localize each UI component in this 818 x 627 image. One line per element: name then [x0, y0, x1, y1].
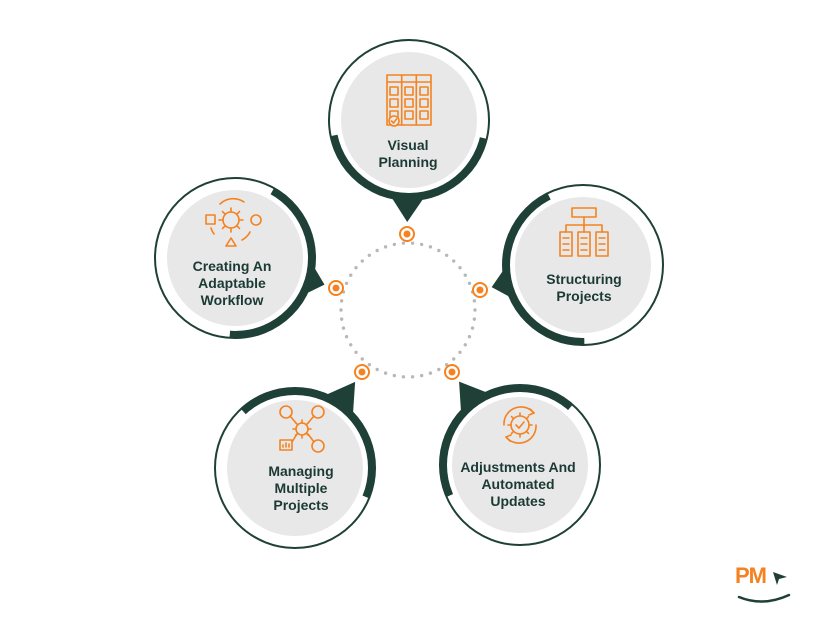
pointer-arrow: [491, 261, 519, 302]
kanban-board-icon: [386, 74, 432, 127]
pointer-arrow: [387, 190, 429, 223]
connector-dot: [472, 282, 488, 298]
pm-logo-icon: [737, 572, 791, 603]
connector-dot: [399, 226, 415, 242]
connector-dot: [354, 364, 370, 380]
pm-logo: PM: [735, 563, 795, 607]
pointer-arrow: [459, 381, 495, 420]
refresh-gear-icon: [503, 406, 537, 444]
node-adaptable-workflow: [154, 177, 325, 339]
connector-dot: [444, 364, 460, 380]
pointer-arrow: [318, 381, 356, 422]
node-managing-multiple-projects: [214, 381, 376, 549]
center-dotted-ring: [339, 241, 477, 379]
org-chart-icon: [559, 207, 609, 257]
logo-text: PM: [735, 563, 767, 588]
node-adjustments-automated-updates: [439, 381, 601, 546]
gear-network-icon: [279, 405, 325, 453]
node-visual-planning: [328, 39, 490, 223]
connector-dot: [328, 280, 344, 296]
workflow-gear-icon: [205, 197, 262, 247]
node-structuring-projects: [491, 184, 664, 346]
pointer-arrow: [297, 258, 325, 298]
